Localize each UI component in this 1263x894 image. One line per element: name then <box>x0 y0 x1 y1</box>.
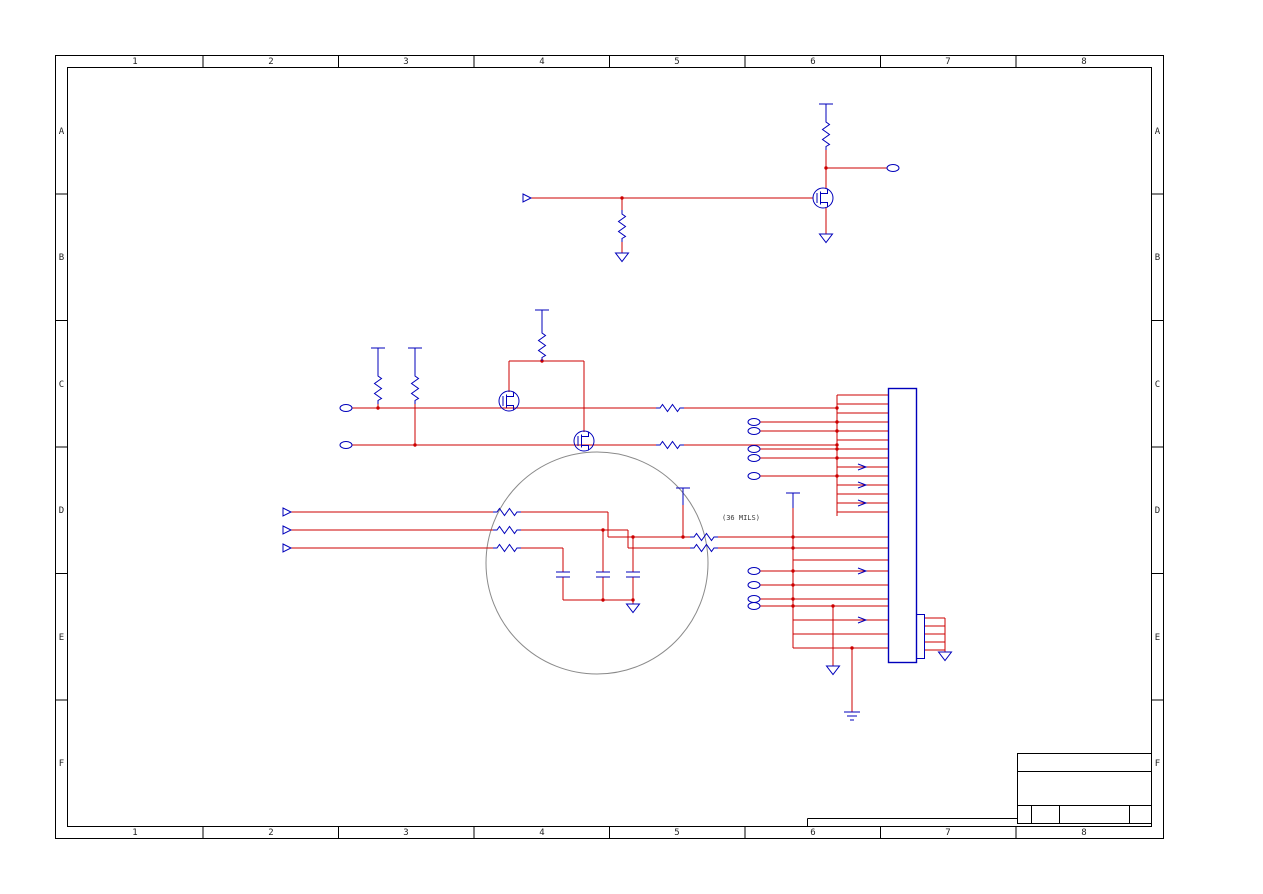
col-label-bottom-3: 3 <box>403 828 408 838</box>
row-label-left-b: B <box>59 253 64 263</box>
row-label-left-a: A <box>59 127 65 137</box>
row-label-right-c: C <box>1155 380 1160 390</box>
col-label-top-2: 2 <box>268 57 273 67</box>
pin-terminal <box>886 164 900 172</box>
pin-terminal <box>747 418 761 426</box>
port-arrow-icon <box>282 543 292 553</box>
junction-dots <box>376 166 854 650</box>
inductor <box>655 404 685 412</box>
row-label-left-e: E <box>59 633 64 643</box>
col-label-top-4: 4 <box>539 57 544 67</box>
row-label-right-a: A <box>1155 127 1161 137</box>
pin-terminal <box>747 581 761 589</box>
port-arrow-icon <box>522 193 532 203</box>
inductor <box>492 526 522 534</box>
capacitor <box>595 571 611 578</box>
net-top-circuit <box>531 150 887 253</box>
resistor <box>538 328 546 362</box>
col-label-bottom-6: 6 <box>810 828 815 838</box>
net-motor-phases <box>291 505 793 604</box>
pin-terminal <box>747 595 761 603</box>
inductor <box>689 544 719 552</box>
mosfet <box>573 430 595 452</box>
pin-terminal <box>747 567 761 575</box>
resistor <box>822 117 830 151</box>
inner-border <box>67 67 1152 827</box>
inductor <box>492 544 522 552</box>
title-block-dividers <box>807 771 1152 827</box>
port-arrow-icon <box>282 507 292 517</box>
ground-icon <box>938 651 952 661</box>
grid-labels: 1 2 3 4 5 6 7 8 1 2 3 4 5 6 7 8 A B C D … <box>59 57 1161 838</box>
ground-icon <box>626 603 640 613</box>
col-label-bottom-1: 1 <box>132 828 137 838</box>
row-label-left-c: C <box>59 380 64 390</box>
pin-terminal <box>747 427 761 435</box>
outer-border <box>55 55 1164 839</box>
title-block-outline <box>1017 753 1152 824</box>
motor-outline-circle <box>485 451 709 675</box>
net-small-connector <box>924 617 946 652</box>
ground-icon <box>826 665 840 675</box>
col-label-top-5: 5 <box>674 57 679 67</box>
pin-terminal <box>747 602 761 610</box>
resistor <box>374 371 382 405</box>
col-label-bottom-7: 7 <box>945 828 950 838</box>
ground-icon <box>819 233 833 243</box>
row-label-right-e: E <box>1155 633 1160 643</box>
col-label-top-8: 8 <box>1081 57 1086 67</box>
col-label-bottom-4: 4 <box>539 828 544 838</box>
connector-body-small <box>916 614 925 659</box>
connector-body <box>887 387 918 664</box>
capacitor <box>625 571 641 578</box>
wires <box>291 150 946 712</box>
row-label-left-f: F <box>59 759 64 769</box>
pin-terminal <box>747 454 761 462</box>
col-label-bottom-5: 5 <box>674 828 679 838</box>
col-label-bottom-2: 2 <box>268 828 273 838</box>
row-label-left-d: D <box>59 506 64 516</box>
components <box>282 103 952 721</box>
resistor <box>411 371 419 405</box>
earth-ground-icon <box>843 711 861 721</box>
pin-terminal <box>747 472 761 480</box>
mosfet <box>812 187 834 209</box>
title-block <box>807 753 1152 827</box>
col-label-top-1: 1 <box>132 57 137 67</box>
port-arrow-icon <box>282 525 292 535</box>
sheet-border <box>55 55 1164 839</box>
pin-terminal <box>339 441 353 449</box>
note-trace-width: (36 MILS) <box>722 514 760 522</box>
pin-terminal <box>747 445 761 453</box>
net-bus1 <box>760 394 888 516</box>
net-bus2 <box>760 508 888 712</box>
row-label-right-f: F <box>1155 759 1160 769</box>
zone-ticks <box>55 55 1164 839</box>
power-tap-stems <box>377 104 827 508</box>
net-mid-circuit <box>352 360 837 446</box>
row-label-right-b: B <box>1155 253 1160 263</box>
col-label-bottom-8: 8 <box>1081 828 1086 838</box>
ground-icon <box>615 252 629 262</box>
inductor <box>655 441 685 449</box>
col-label-top-3: 3 <box>403 57 408 67</box>
capacitor <box>555 571 571 578</box>
col-label-top-7: 7 <box>945 57 950 67</box>
col-label-top-6: 6 <box>810 57 815 67</box>
pin-terminal <box>339 404 353 412</box>
resistor <box>618 209 626 243</box>
row-label-right-d: D <box>1155 506 1160 516</box>
